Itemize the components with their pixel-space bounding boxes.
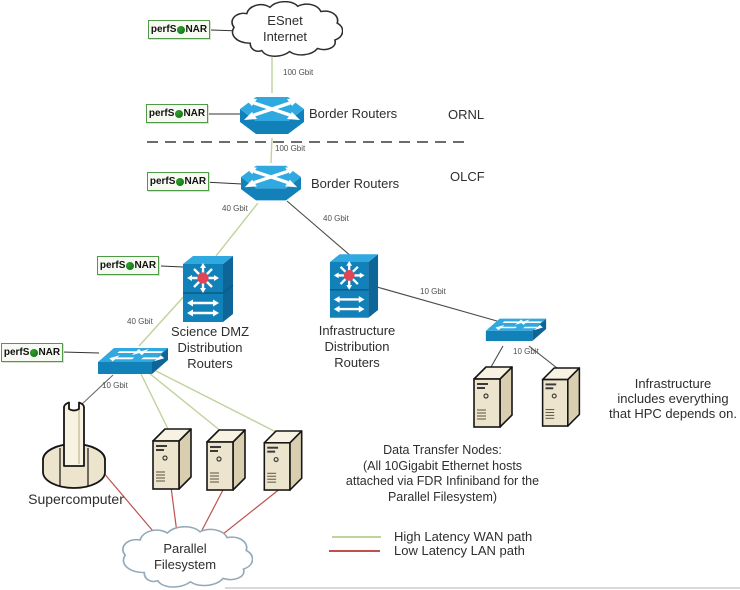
perfsonar-text: NAR <box>134 260 157 271</box>
perfsonar-box-esnet: perfS NAR <box>148 20 210 39</box>
perfsonar-text: NAR <box>185 24 208 35</box>
bw-label-scidmz-switch: 40 Gbit <box>127 317 153 326</box>
link-ps-scidmz <box>160 265 184 268</box>
infrastructure-router-icon <box>329 254 379 318</box>
bw-label-switch-super: 10 Gbit <box>102 381 128 390</box>
border-routers-ornl-label: Border Routers <box>309 106 398 121</box>
link-ps-switch <box>61 351 100 354</box>
link-border-scidmz <box>215 202 259 257</box>
zone-olcf-label: OLCF <box>450 169 485 184</box>
dtn-server-2-icon <box>206 429 246 491</box>
perfsonar-dot-icon <box>174 109 183 118</box>
bw-label-infra-switch: 10 Gbit <box>420 287 446 296</box>
perfsonar-box-border-olcf: perfS NAR <box>147 172 209 191</box>
perfsonar-text: perfS <box>99 260 126 271</box>
perfsonar-dot-icon <box>29 348 38 357</box>
perfsonar-dot-icon <box>176 25 185 34</box>
perfsonar-box-switch: perfS NAR <box>1 343 63 362</box>
link-switchr-server1 <box>490 345 504 368</box>
link-border-infra <box>286 200 353 258</box>
perfsonar-text: perfS <box>149 176 176 187</box>
link-border-border <box>270 137 273 164</box>
perfsonar-text: NAR <box>183 108 206 119</box>
bw-label-border-infra: 40 Gbit <box>323 214 349 223</box>
link-switch-dtn2 <box>148 372 223 433</box>
infrastructure-note: Infrastructure includes everything that … <box>609 376 737 421</box>
link-infra-switch <box>376 286 498 322</box>
perfsonar-text: NAR <box>184 176 207 187</box>
dtn-server-1-icon <box>152 428 192 490</box>
legend-wan-label: High Latency WAN path <box>394 529 533 544</box>
link-switch-dtn1 <box>140 373 170 432</box>
link-scidmz-switch <box>138 293 187 347</box>
legend-wan-line <box>332 536 381 538</box>
infrastructure-switch-icon <box>485 318 547 342</box>
link-dtn1-pfs <box>170 486 178 534</box>
perfsonar-box-scidmz: perfS NAR <box>97 256 159 275</box>
bw-label-esnet-border: 100 Gbit <box>283 68 314 77</box>
border-routers-olcf-label: Border Routers <box>311 176 400 191</box>
parallel-filesystem-cloud <box>122 526 253 588</box>
link-switchr-server2 <box>528 345 558 369</box>
link-switch-supercomputer <box>80 374 114 406</box>
border-router-olcf-icon <box>241 165 301 201</box>
supercomputer-icon <box>42 401 106 489</box>
perfsonar-dot-icon <box>175 177 184 186</box>
perfsonar-text: NAR <box>38 347 61 358</box>
esnet-cloud <box>231 1 343 57</box>
border-router-ornl-icon <box>240 97 304 134</box>
dtn-note: Data Transfer Nodes: (All 10Gigabit Ethe… <box>345 443 540 504</box>
perfsonar-box-border-ornl: perfS NAR <box>146 104 208 123</box>
bw-label-switch-servers: 10 Gbit <box>513 347 539 356</box>
legend-lan-line <box>329 550 380 552</box>
link-ps-border2 <box>203 181 243 185</box>
bottom-edge-artifact <box>225 587 740 589</box>
zone-ornl-label: ORNL <box>448 107 485 122</box>
link-super-pfs <box>96 464 159 538</box>
link-switch-dtn3 <box>155 370 279 434</box>
infra-server-2-icon <box>541 367 581 427</box>
science-dmz-router-icon <box>183 256 234 322</box>
supercomputer-label: Supercomputer <box>28 491 124 507</box>
perfsonar-text: perfS <box>3 347 30 358</box>
science-dmz-label: Science DMZ Distribution Routers <box>170 324 250 371</box>
sciencedmz-switch-icon <box>98 348 168 374</box>
bw-label-border-border: 100 Gbit <box>275 144 306 153</box>
infra-server-1-icon <box>473 366 513 428</box>
perfsonar-dot-icon <box>125 261 134 270</box>
dtn-server-3-icon <box>263 430 303 491</box>
legend-lan-label: Low Latency LAN path <box>394 543 525 558</box>
link-dtn2-pfs <box>198 487 225 537</box>
bw-label-border-scidmz: 40 Gbit <box>222 204 248 213</box>
perfsonar-text: perfS <box>150 24 177 35</box>
perfsonar-text: perfS <box>148 108 175 119</box>
infrastructure-routers-label: Infrastructure Distribution Routers <box>318 323 396 370</box>
